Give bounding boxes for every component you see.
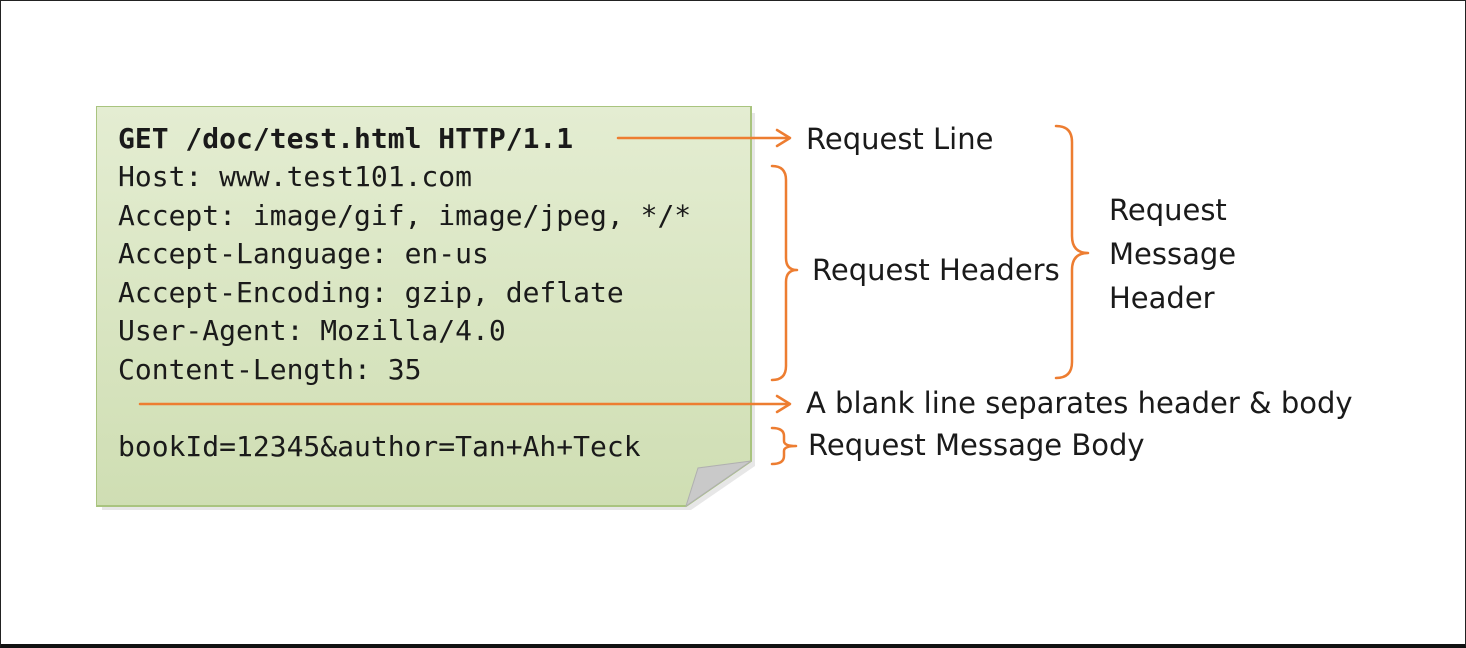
- header-line-user-agent: User-Agent: Mozilla/4.0: [118, 314, 506, 347]
- header-line-accept-language: Accept-Language: en-us: [118, 237, 489, 270]
- message-body-brace: [770, 426, 798, 466]
- message-header-label-line3: Header: [1109, 281, 1215, 315]
- request-line-text: GET /doc/test.html HTTP/1.1: [118, 122, 574, 155]
- request-line-arrow: [616, 128, 792, 148]
- message-header-brace: [1054, 124, 1090, 380]
- request-headers-brace: [770, 164, 799, 382]
- body-line: bookId=12345&author=Tan+Ah+Teck: [118, 430, 641, 463]
- http-request-note: [96, 106, 755, 510]
- message-header-label-line2: Message: [1109, 237, 1237, 271]
- header-line-accept: Accept: image/gif, image/jpeg, */*: [118, 199, 692, 232]
- header-line-accept-encoding: Accept-Encoding: gzip, deflate: [118, 276, 624, 309]
- request-headers-label: Request Headers: [812, 253, 1060, 287]
- message-body-label: Request Message Body: [808, 428, 1145, 462]
- note-shape: [96, 106, 755, 510]
- header-line-content-length: Content-Length: 35: [118, 353, 422, 386]
- request-line-label: Request Line: [806, 122, 994, 156]
- blank-line-arrow: [138, 394, 792, 414]
- message-header-label-line1: Request: [1109, 193, 1227, 227]
- page-fold-corner: [685, 460, 752, 508]
- header-line-host: Host: www.test101.com: [118, 160, 473, 193]
- blank-line-label: A blank line separates header & body: [806, 386, 1353, 420]
